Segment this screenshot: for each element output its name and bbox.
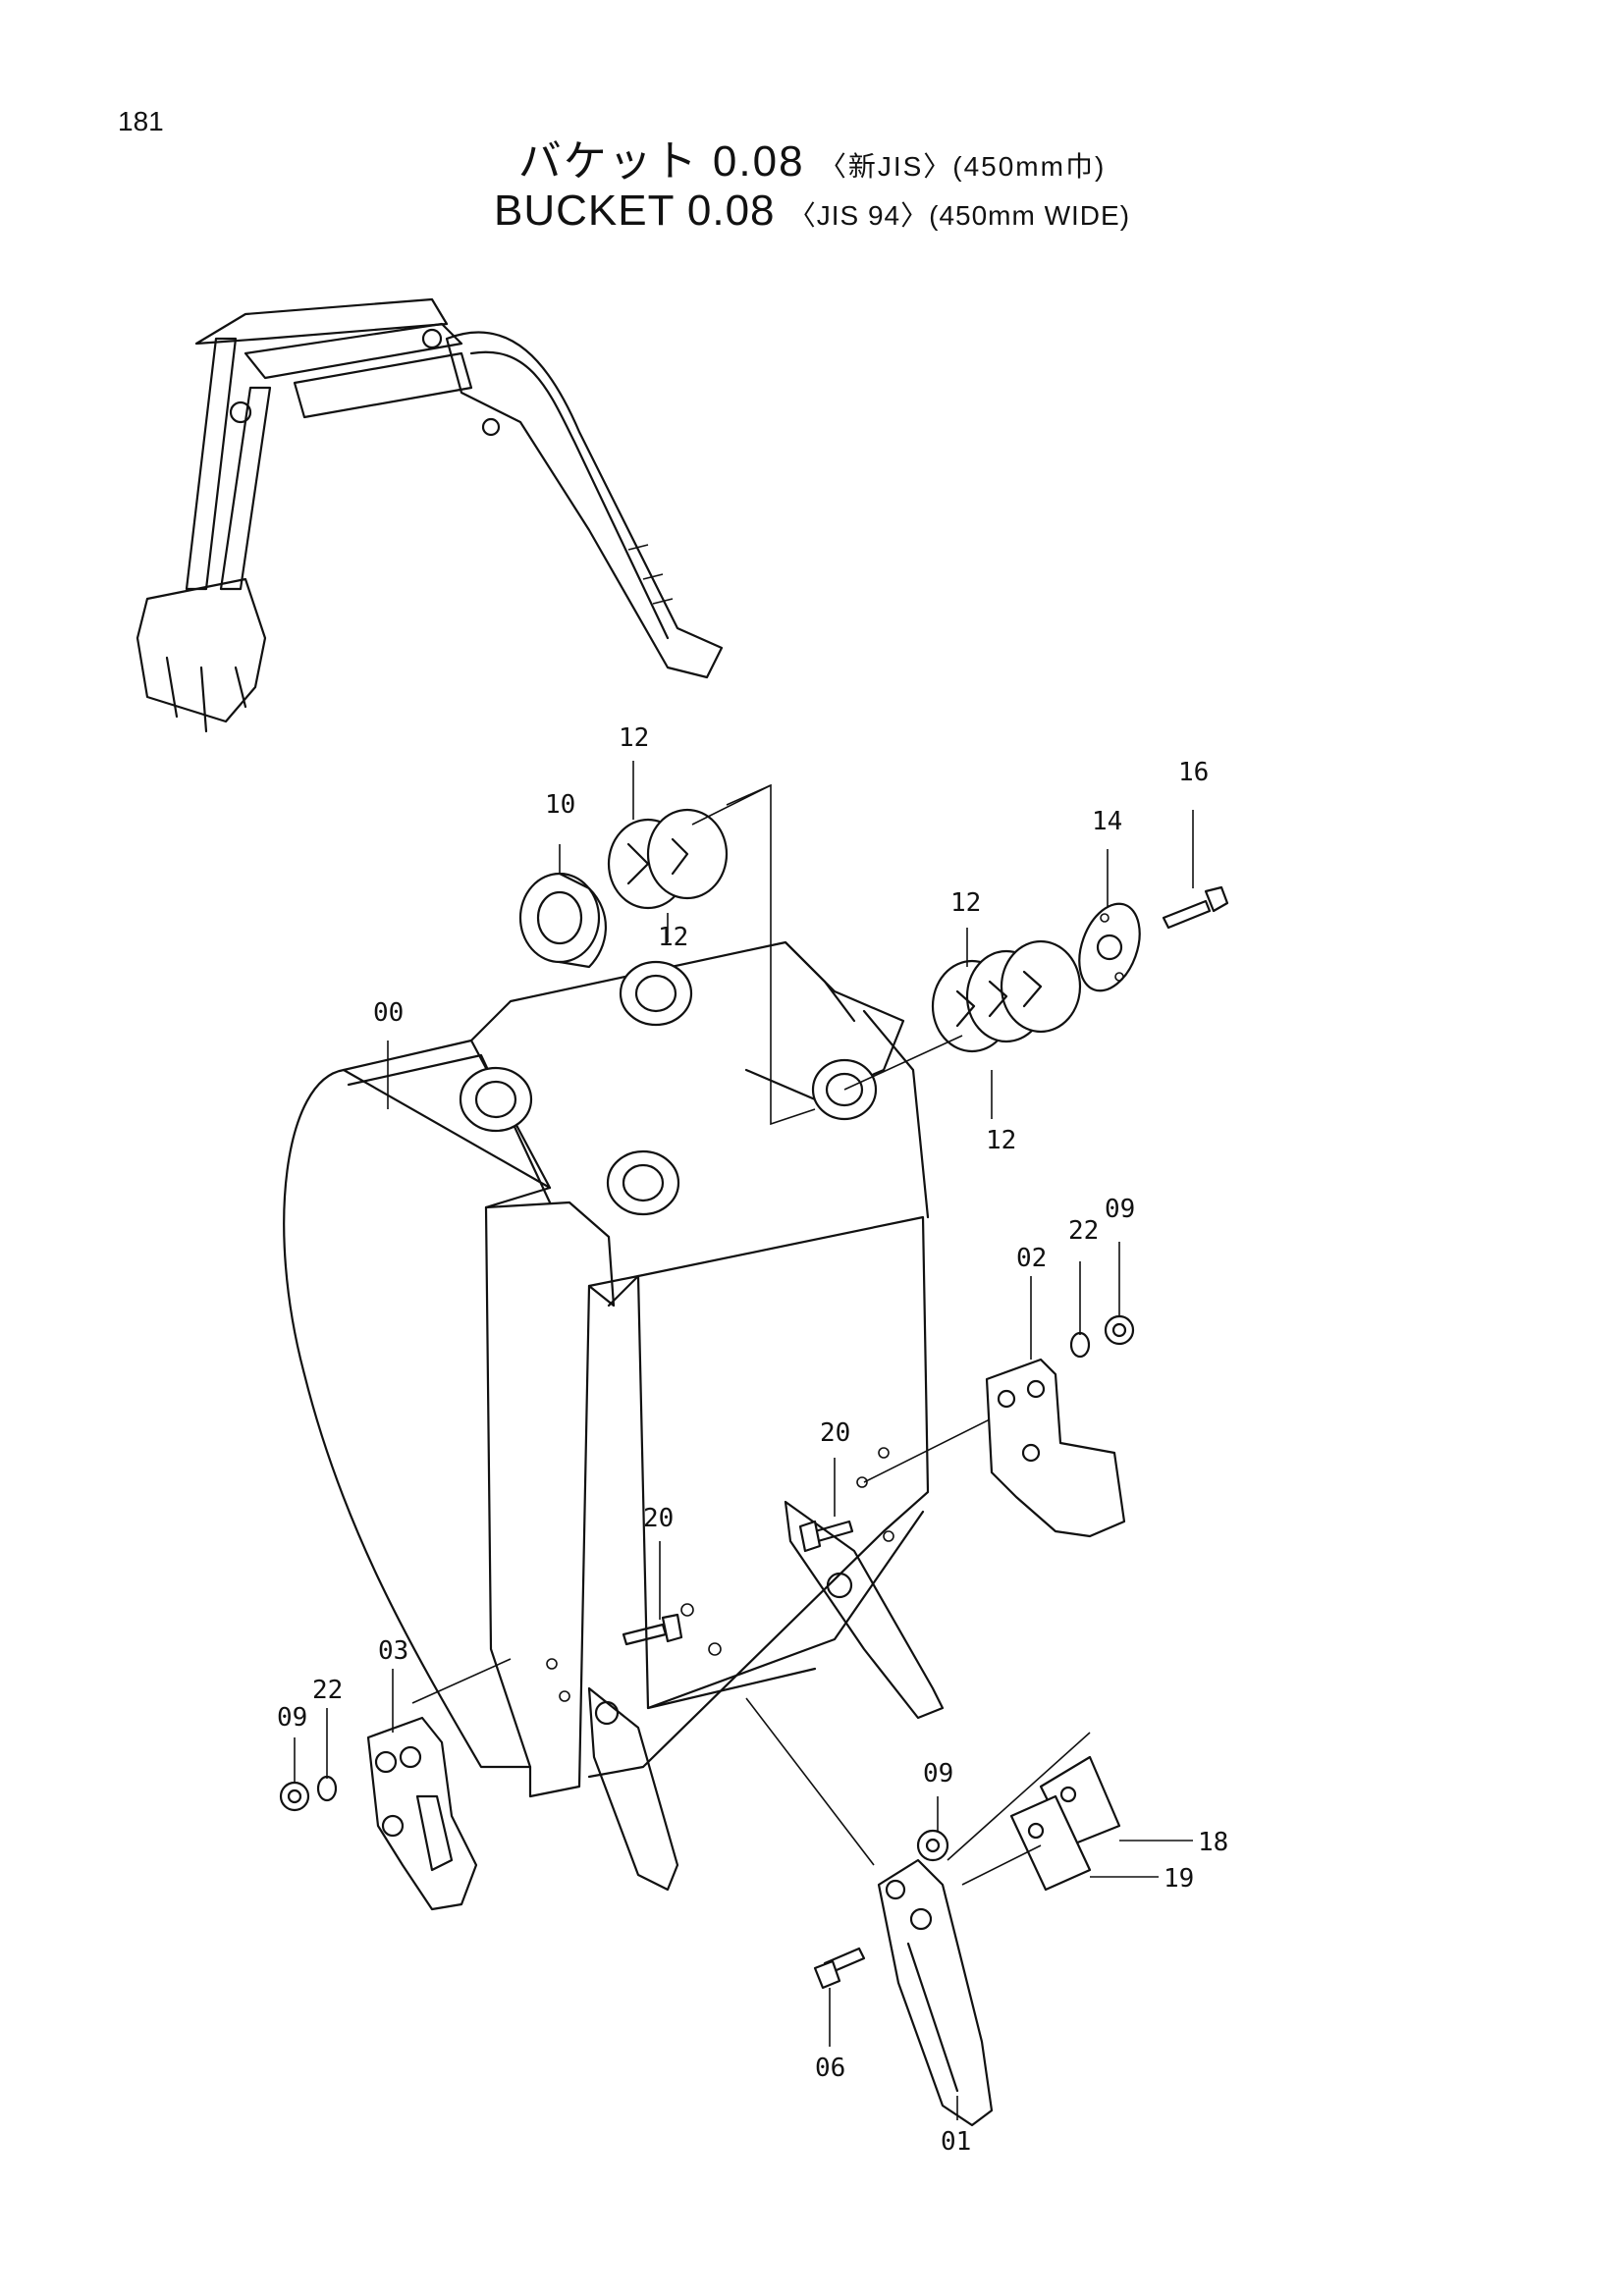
callout-12-right-bottom: 12 bbox=[986, 1126, 1016, 1155]
part-12-shims-upper bbox=[607, 808, 729, 910]
callout-02: 02 bbox=[1016, 1244, 1047, 1273]
callout-22-right: 22 bbox=[1068, 1216, 1099, 1246]
callout-03: 03 bbox=[378, 1636, 408, 1666]
callout-18: 18 bbox=[1198, 1828, 1228, 1857]
callout-09-left: 09 bbox=[277, 1703, 307, 1733]
excavator-arm-illustration bbox=[135, 297, 724, 733]
callout-00: 00 bbox=[373, 998, 404, 1028]
callout-20-lower: 20 bbox=[643, 1504, 674, 1533]
part-22-washer-right bbox=[1069, 1331, 1091, 1359]
assembly-leader-lines bbox=[411, 783, 1002, 1866]
title-en-main: BUCKET 0.08 bbox=[493, 187, 776, 235]
part-09-nut-left bbox=[279, 1781, 310, 1812]
title-en-spec: 〈JIS 94〉(450mm WIDE) bbox=[787, 200, 1131, 231]
callout-14: 14 bbox=[1092, 807, 1122, 836]
callout-20-upper: 20 bbox=[820, 1418, 850, 1448]
bucket-teeth-shanks bbox=[587, 1500, 945, 1892]
part-01-tooth-point bbox=[877, 1858, 994, 2127]
part-10-bushing bbox=[518, 872, 607, 969]
part-20-bolt-lower bbox=[622, 1613, 683, 1646]
part-12-shims-right bbox=[931, 939, 1082, 1053]
callout-06: 06 bbox=[815, 2054, 845, 2083]
part-22-washer-left bbox=[316, 1775, 338, 1802]
part-09-nut-right bbox=[1104, 1314, 1135, 1346]
part-09-nut-tooth bbox=[916, 1829, 949, 1862]
part-20-bolt-upper bbox=[798, 1520, 854, 1553]
part-03-side-cutter-left bbox=[366, 1716, 478, 1911]
part-16-bolt bbox=[1162, 885, 1229, 930]
title-english: BUCKET 0.08 〈JIS 94〉(450mm WIDE) bbox=[0, 187, 1624, 236]
title-jp-spec: 〈新JIS〉(450mm巾) bbox=[818, 151, 1107, 182]
title-jp-main: バケット 0.08 bbox=[517, 137, 805, 186]
callout-12-right-top: 12 bbox=[950, 888, 981, 918]
bucket-boss-left bbox=[459, 960, 878, 1216]
callout-09-tooth: 09 bbox=[923, 1759, 953, 1789]
callout-01: 01 bbox=[941, 2127, 971, 2157]
bucket-body bbox=[283, 940, 930, 1798]
title-japanese: バケット 0.08 〈新JIS〉(450mm巾) bbox=[0, 126, 1624, 188]
callout-16: 16 bbox=[1178, 758, 1209, 787]
page-number: 181 bbox=[118, 106, 164, 136]
part-14-plate bbox=[1078, 902, 1141, 992]
callout-19: 19 bbox=[1164, 1864, 1194, 1894]
callout-12-upper-bottom: 12 bbox=[658, 923, 688, 952]
part-02-side-cutter-right bbox=[985, 1358, 1126, 1538]
callout-12-upper-top: 12 bbox=[619, 723, 649, 753]
callout-10: 10 bbox=[545, 790, 575, 820]
part-06-pin bbox=[813, 1947, 866, 1990]
callout-leaders bbox=[294, 761, 1194, 2120]
callout-22-left: 22 bbox=[312, 1676, 343, 1705]
callout-09-right: 09 bbox=[1105, 1195, 1135, 1224]
part-18-19-plates bbox=[947, 1732, 1121, 1892]
